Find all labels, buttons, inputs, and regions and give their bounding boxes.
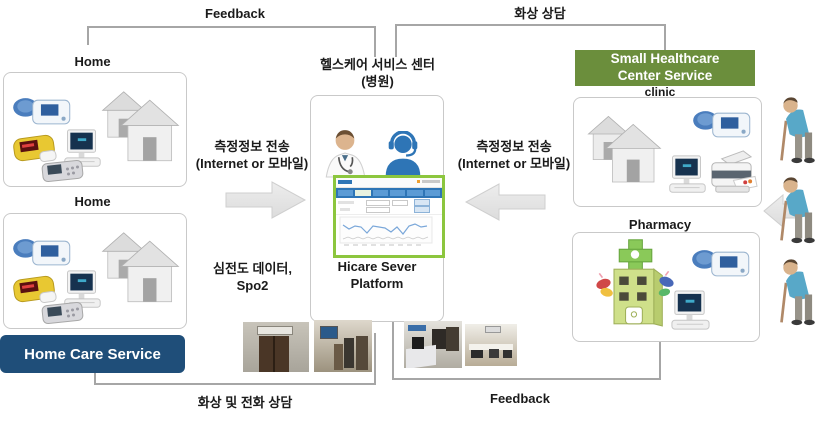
dashboard-alert-dot [417, 180, 420, 183]
clinic-box [573, 97, 762, 207]
feedback-top-connector [87, 26, 376, 57]
pharmacy-label: Pharmacy [628, 217, 692, 232]
transfer-label-right: 측정정보 전송 (Internet or 모바일) [457, 139, 571, 171]
home-label-2: Home [74, 194, 111, 209]
home-label-1: Home [74, 54, 111, 69]
terminal-icon [669, 155, 706, 193]
dashboard-user-text [422, 180, 440, 183]
photo-training-room [465, 324, 517, 366]
pharmacy-building-icon [596, 239, 674, 327]
pulse-oximeter-icon [13, 275, 57, 304]
houses-icon [101, 91, 180, 162]
video-phone-consult-label: 화상 및 전화 상담 [197, 395, 293, 410]
handheld-device-icon [41, 301, 84, 325]
photo-consult-room [314, 320, 372, 372]
doctor-icon [325, 130, 366, 178]
handheld-device-icon [41, 159, 84, 183]
video-phone-consult-connector [94, 333, 376, 385]
elderly-person-icon [780, 97, 815, 164]
dashboard-chart [339, 216, 433, 246]
dashboard-logo [338, 180, 352, 184]
clinic-label: clinic [644, 85, 676, 99]
dashboard-form [336, 198, 442, 215]
arrow-right-icon [225, 181, 307, 219]
feedback-bottom-label: Feedback [490, 391, 550, 406]
home-box-2 [3, 213, 187, 329]
arrow-left-icon [464, 183, 546, 221]
houses-icon [587, 115, 662, 183]
home-box-1 [3, 72, 187, 187]
pulse-oximeter-icon [13, 134, 57, 163]
photo-hospital-corridor [243, 322, 309, 372]
bp-monitor-icon [13, 98, 71, 125]
bp-monitor-icon [693, 111, 751, 138]
elderly-person-icon [780, 259, 815, 326]
video-consult-label: 화상 상담 [514, 6, 566, 21]
dashboard-navbar [336, 188, 442, 198]
healthcare-center-title: 헬스케어 서비스 센터 (병원) [320, 57, 435, 89]
feedback-bottom-connector [392, 321, 661, 380]
elderly-person-icon [780, 177, 815, 244]
houses-icon [101, 232, 180, 303]
video-consult-connector [395, 24, 666, 57]
bp-monitor-icon [13, 239, 71, 266]
feedback-top-label: Feedback [205, 6, 265, 21]
dashboard-screenshot [333, 175, 445, 258]
operator-headset-icon [385, 131, 421, 177]
platform-label: Hicare Sever Platform [337, 259, 417, 291]
pharmacy-box [572, 232, 760, 342]
printer-icon [711, 150, 758, 193]
ecg-spo2-label: 심전도 데이터, Spo2 [213, 261, 292, 293]
small-healthcare-banner: Small Healthcare Center Service [575, 50, 755, 86]
terminal-icon [671, 290, 710, 330]
transfer-label-left: 측정정보 전송 (Internet or 모바일) [195, 139, 309, 171]
home-care-service-banner: Home Care Service [0, 335, 185, 373]
dashboard-topbar [336, 178, 442, 188]
bp-monitor-icon [692, 250, 750, 277]
photo-office-consult [404, 321, 462, 368]
